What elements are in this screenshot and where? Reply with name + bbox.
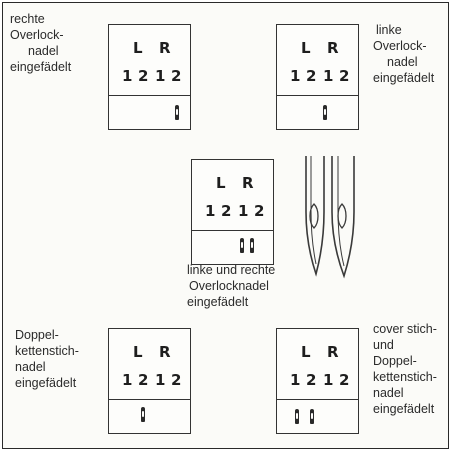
caption-line: linke und rechte — [187, 263, 276, 277]
caption-line: Overlock- — [10, 28, 64, 42]
caption-line: eingefädelt — [187, 295, 249, 309]
panel-divider — [277, 95, 358, 96]
number-1: 1 — [122, 371, 133, 389]
number-1: 1 — [290, 371, 301, 389]
panel-divider — [277, 399, 358, 400]
letter-l: L — [133, 39, 143, 57]
caption-line: linke — [376, 23, 402, 37]
overlock-needles-illustration — [305, 156, 355, 279]
needle-right-icon — [331, 156, 355, 279]
panel-divider — [109, 95, 190, 96]
needle-icon — [141, 407, 145, 422]
letter-r: R — [327, 343, 339, 361]
caption-line: eingefädelt — [10, 60, 72, 74]
number-1: 1 — [290, 67, 301, 85]
caption-line: nadel — [15, 360, 46, 374]
needle-icon — [240, 238, 244, 253]
caption-line: eingefädelt — [373, 402, 435, 416]
thread-panel-right-overlock: L R 1 2 1 2 — [108, 24, 191, 130]
number-4: 2 — [339, 67, 350, 85]
letter-r: R — [159, 343, 171, 361]
letter-l: L — [216, 174, 226, 192]
letter-l: L — [133, 343, 143, 361]
number-2: 2 — [306, 371, 317, 389]
caption-line: Overlocknadel — [189, 279, 269, 293]
caption-line: kettenstich- — [15, 344, 79, 358]
number-3: 1 — [323, 67, 334, 85]
letter-l: L — [301, 343, 311, 361]
number-2: 2 — [221, 202, 232, 220]
caption-line: nadel — [373, 386, 404, 400]
caption-line: nadel — [387, 55, 418, 69]
caption-line: rechte — [10, 12, 45, 26]
caption-right-overlock: rechte Overlock- nadel eingefädelt — [10, 11, 71, 75]
letter-l: L — [301, 39, 311, 57]
thread-panel-both-overlock: L R 1 2 1 2 — [191, 159, 274, 265]
needle-icon — [295, 409, 299, 424]
number-2: 2 — [138, 371, 149, 389]
caption-line: und — [373, 338, 394, 352]
panel-divider — [109, 399, 190, 400]
caption-line: Doppel- — [15, 328, 59, 342]
needle-icon — [310, 409, 314, 424]
needle-icon — [250, 238, 254, 253]
thread-panel-chainstitch: L R 1 2 1 2 — [108, 328, 191, 434]
letter-r: R — [242, 174, 254, 192]
letter-r: R — [327, 39, 339, 57]
caption-line: kettenstich- — [373, 370, 437, 384]
number-2: 2 — [138, 67, 149, 85]
caption-left-overlock: linke Overlock- nadel eingefädelt — [373, 22, 434, 86]
number-4: 2 — [171, 371, 182, 389]
panel-divider — [192, 230, 273, 231]
caption-both-overlock: linke und rechte Overlocknadel eingefäde… — [187, 262, 275, 310]
caption-line: cover stich- — [373, 322, 437, 336]
thread-panel-left-overlock: L R 1 2 1 2 — [276, 24, 359, 130]
number-4: 2 — [171, 67, 182, 85]
caption-coverstitch: cover stich- und Doppel- kettenstich- na… — [373, 321, 437, 417]
caption-line: Doppel- — [373, 354, 417, 368]
number-4: 2 — [339, 371, 350, 389]
number-4: 2 — [254, 202, 265, 220]
number-2: 2 — [306, 67, 317, 85]
caption-line: Overlock- — [373, 39, 427, 53]
number-1: 1 — [122, 67, 133, 85]
needle-left-icon — [305, 156, 325, 277]
number-3: 1 — [323, 371, 334, 389]
caption-chainstitch: Doppel- kettenstich- nadel eingefädelt — [15, 327, 79, 391]
caption-line: eingefädelt — [15, 376, 77, 390]
thread-panel-coverstitch: L R 1 2 1 2 — [276, 328, 359, 434]
caption-line: nadel — [28, 44, 59, 58]
number-3: 1 — [155, 67, 166, 85]
needle-icon — [323, 105, 327, 120]
number-3: 1 — [238, 202, 249, 220]
number-3: 1 — [155, 371, 166, 389]
letter-r: R — [159, 39, 171, 57]
caption-line: eingefädelt — [373, 71, 435, 85]
needle-icon — [175, 105, 179, 120]
number-1: 1 — [205, 202, 216, 220]
